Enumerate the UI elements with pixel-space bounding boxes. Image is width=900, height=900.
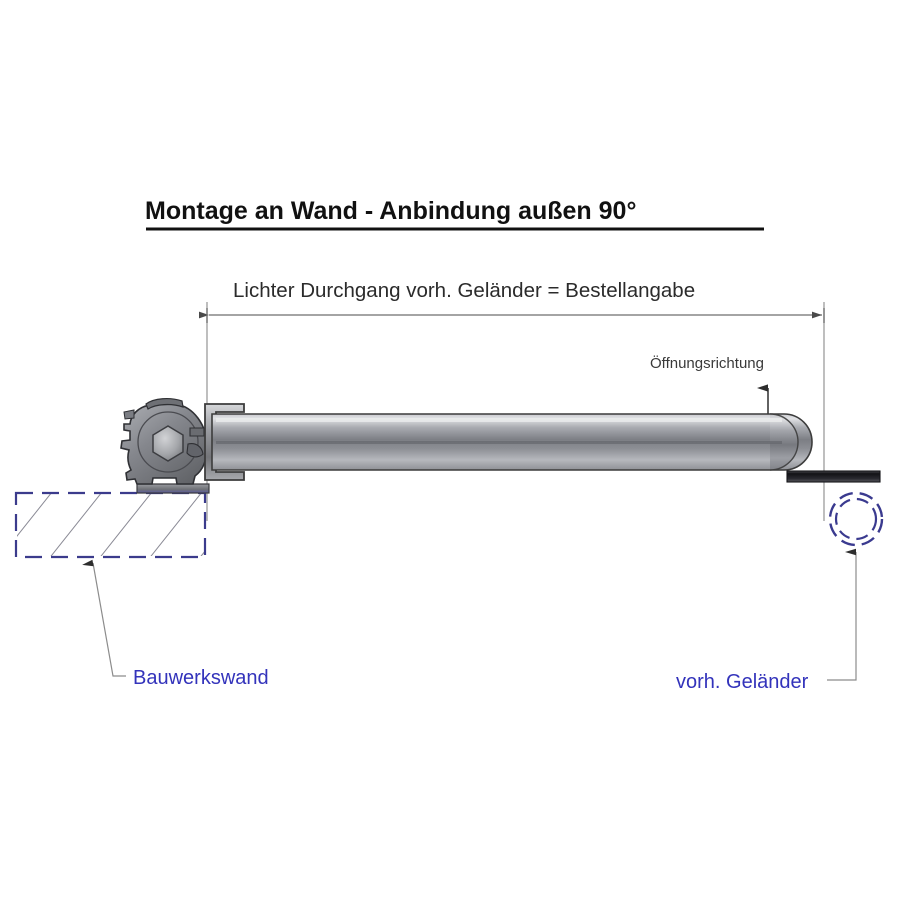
existing-railing-post [828,491,884,547]
title-block: Montage an Wand - Anbindung außen 90° [145,197,764,231]
bracket-hinge-ring [137,411,199,473]
wall-hatching [17,494,204,556]
tube-shadow-band [216,441,782,444]
wall-leader-line [82,559,126,677]
railing-post-inner [834,497,878,541]
callout-wall: Bauwerkswand [82,559,269,689]
wall-mount-bracket [120,398,210,494]
hex-bolt-head [152,425,184,462]
wall-callout-label: Bauwerkswand [133,667,269,689]
opening-direction-label: Öffnungsrichtung [650,354,764,372]
railing-connection-bracket [786,470,881,483]
callout-railing: vorh. Geländer [676,548,857,693]
bracket-linkage-lower [186,443,204,458]
railing-leader-line [827,548,857,681]
bracket-left-nub [123,409,135,420]
bracket-top-clamp [145,398,184,410]
tube-end-cap [769,413,799,471]
bracket-linkage-upper [189,427,205,437]
page-title: Montage an Wand - Anbindung außen 90° [145,197,636,225]
building-wall [14,491,207,559]
railing-callout-label: vorh. Geländer [676,671,809,693]
railing-post-outer [828,491,884,547]
barrier-tube [204,403,813,481]
tube-highlight [216,418,782,422]
dimension-caption: Lichter Durchgang vorh. Geländer = Beste… [233,279,695,302]
connection-bar [786,470,881,483]
wall-outline [14,491,207,559]
dimension-group: Lichter Durchgang vorh. Geländer = Beste… [199,279,825,521]
opening-direction-group: Öffnungsrichtung [650,354,769,416]
bracket-base-plate [136,483,210,494]
